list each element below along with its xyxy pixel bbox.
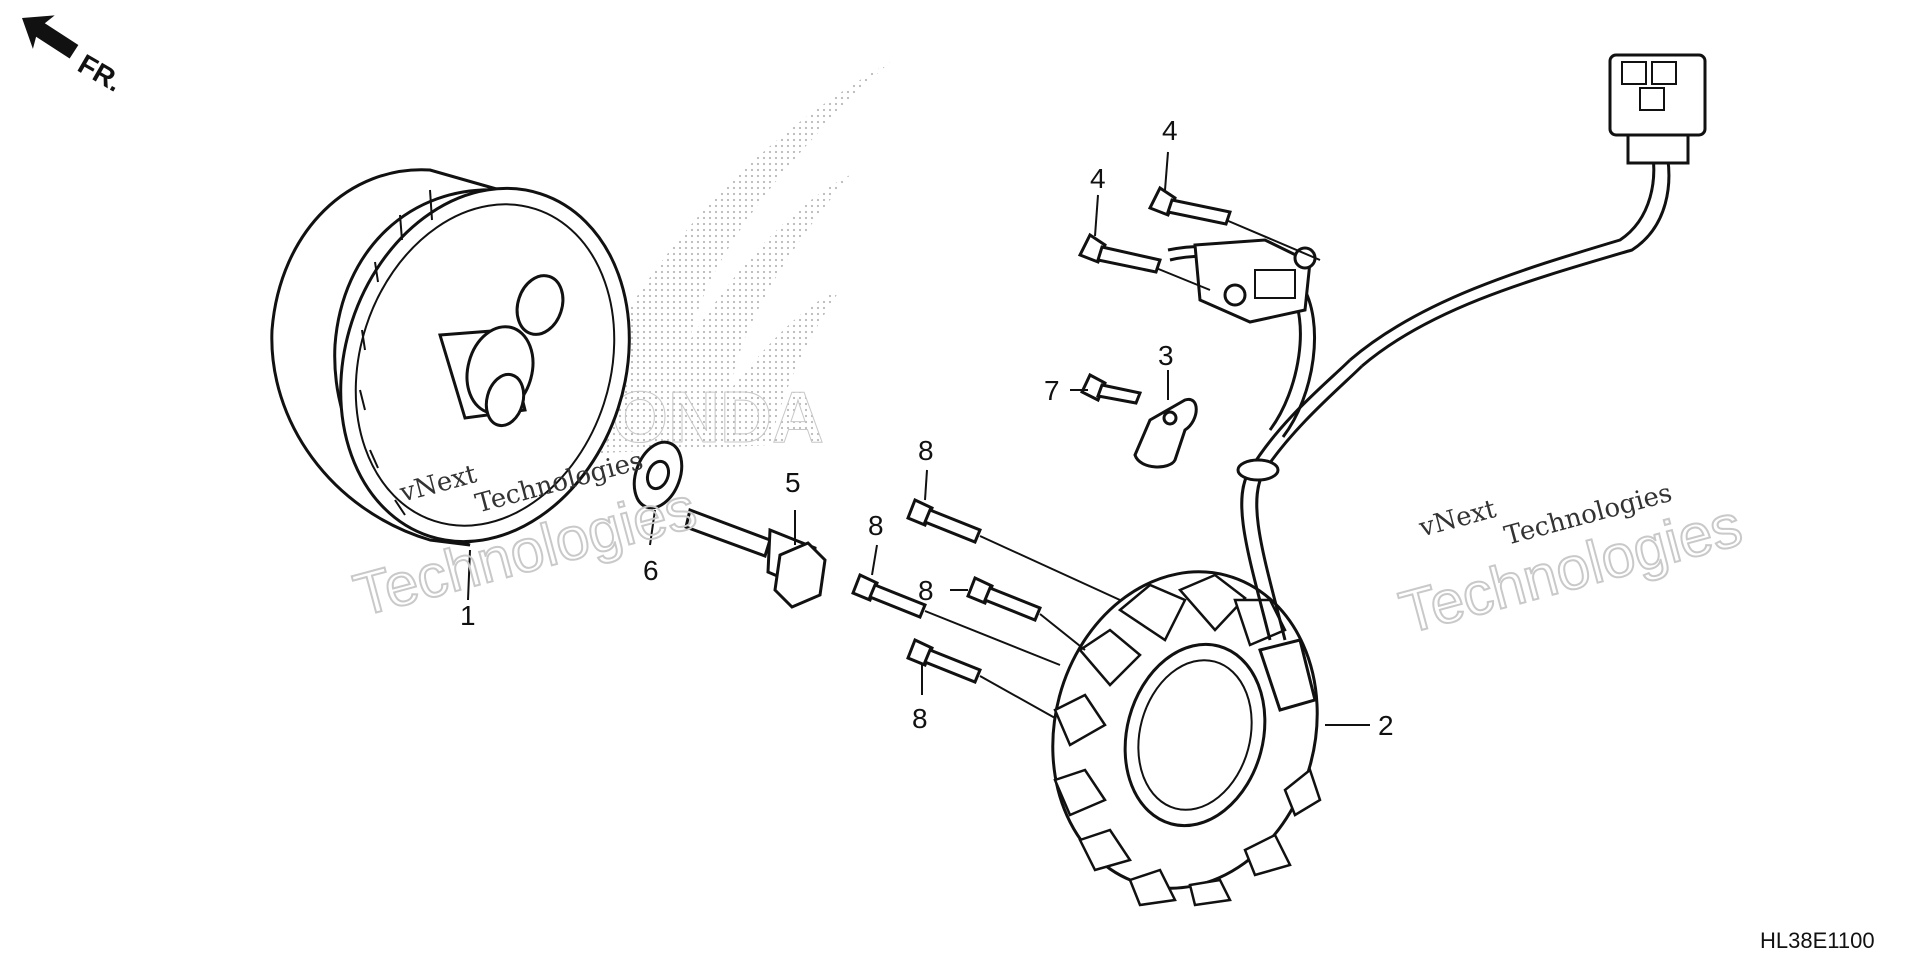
callout-7: 7	[1044, 375, 1060, 406]
direction-arrow-icon	[22, 15, 79, 59]
stator-bolt-b-part[interactable]	[851, 572, 927, 619]
callout-8a: 8	[918, 435, 934, 466]
callout-numbers: 1 2 3 4 4 5 6 7 8 8 8 8	[460, 115, 1394, 741]
watermark-right-line1: vNext	[1415, 494, 1500, 544]
connector-part[interactable]	[1608, 53, 1707, 165]
clamp-part[interactable]	[1133, 397, 1198, 469]
flywheel-part[interactable]	[270, 151, 674, 580]
direction-label: FR.	[73, 48, 128, 97]
diagram-code: HL38E1100	[1760, 928, 1875, 953]
washer-part[interactable]	[626, 436, 691, 515]
flange-bolt-part[interactable]	[684, 507, 827, 609]
pulse-generator-part[interactable]	[1193, 238, 1317, 324]
bolt-4-upper-part[interactable]	[1147, 185, 1232, 226]
stator-bolt-c-part[interactable]	[966, 575, 1042, 622]
stator-bolt-d-part[interactable]	[906, 637, 982, 684]
wire-harness	[1167, 139, 1671, 641]
bolt-4-lower-part[interactable]	[1077, 232, 1162, 274]
callout-2: 2	[1378, 710, 1394, 741]
callout-4-upper: 4	[1162, 115, 1178, 146]
callout-5: 5	[785, 467, 801, 498]
callout-6: 6	[643, 555, 659, 586]
clamp-bolt-part[interactable]	[1080, 372, 1143, 405]
callout-8d: 8	[912, 703, 928, 734]
callout-8b: 8	[868, 510, 884, 541]
stator-bolt-a-part[interactable]	[906, 497, 982, 544]
callout-1: 1	[460, 600, 476, 631]
stator-part[interactable]	[1018, 542, 1352, 918]
callout-8c: 8	[918, 575, 934, 606]
watermark-right: vNext Technologies Technologies	[1392, 478, 1750, 647]
callout-4-lower: 4	[1090, 163, 1106, 194]
leader-lines	[467, 151, 1370, 726]
callout-3: 3	[1158, 340, 1174, 371]
front-direction-indicator: FR.	[22, 15, 128, 98]
